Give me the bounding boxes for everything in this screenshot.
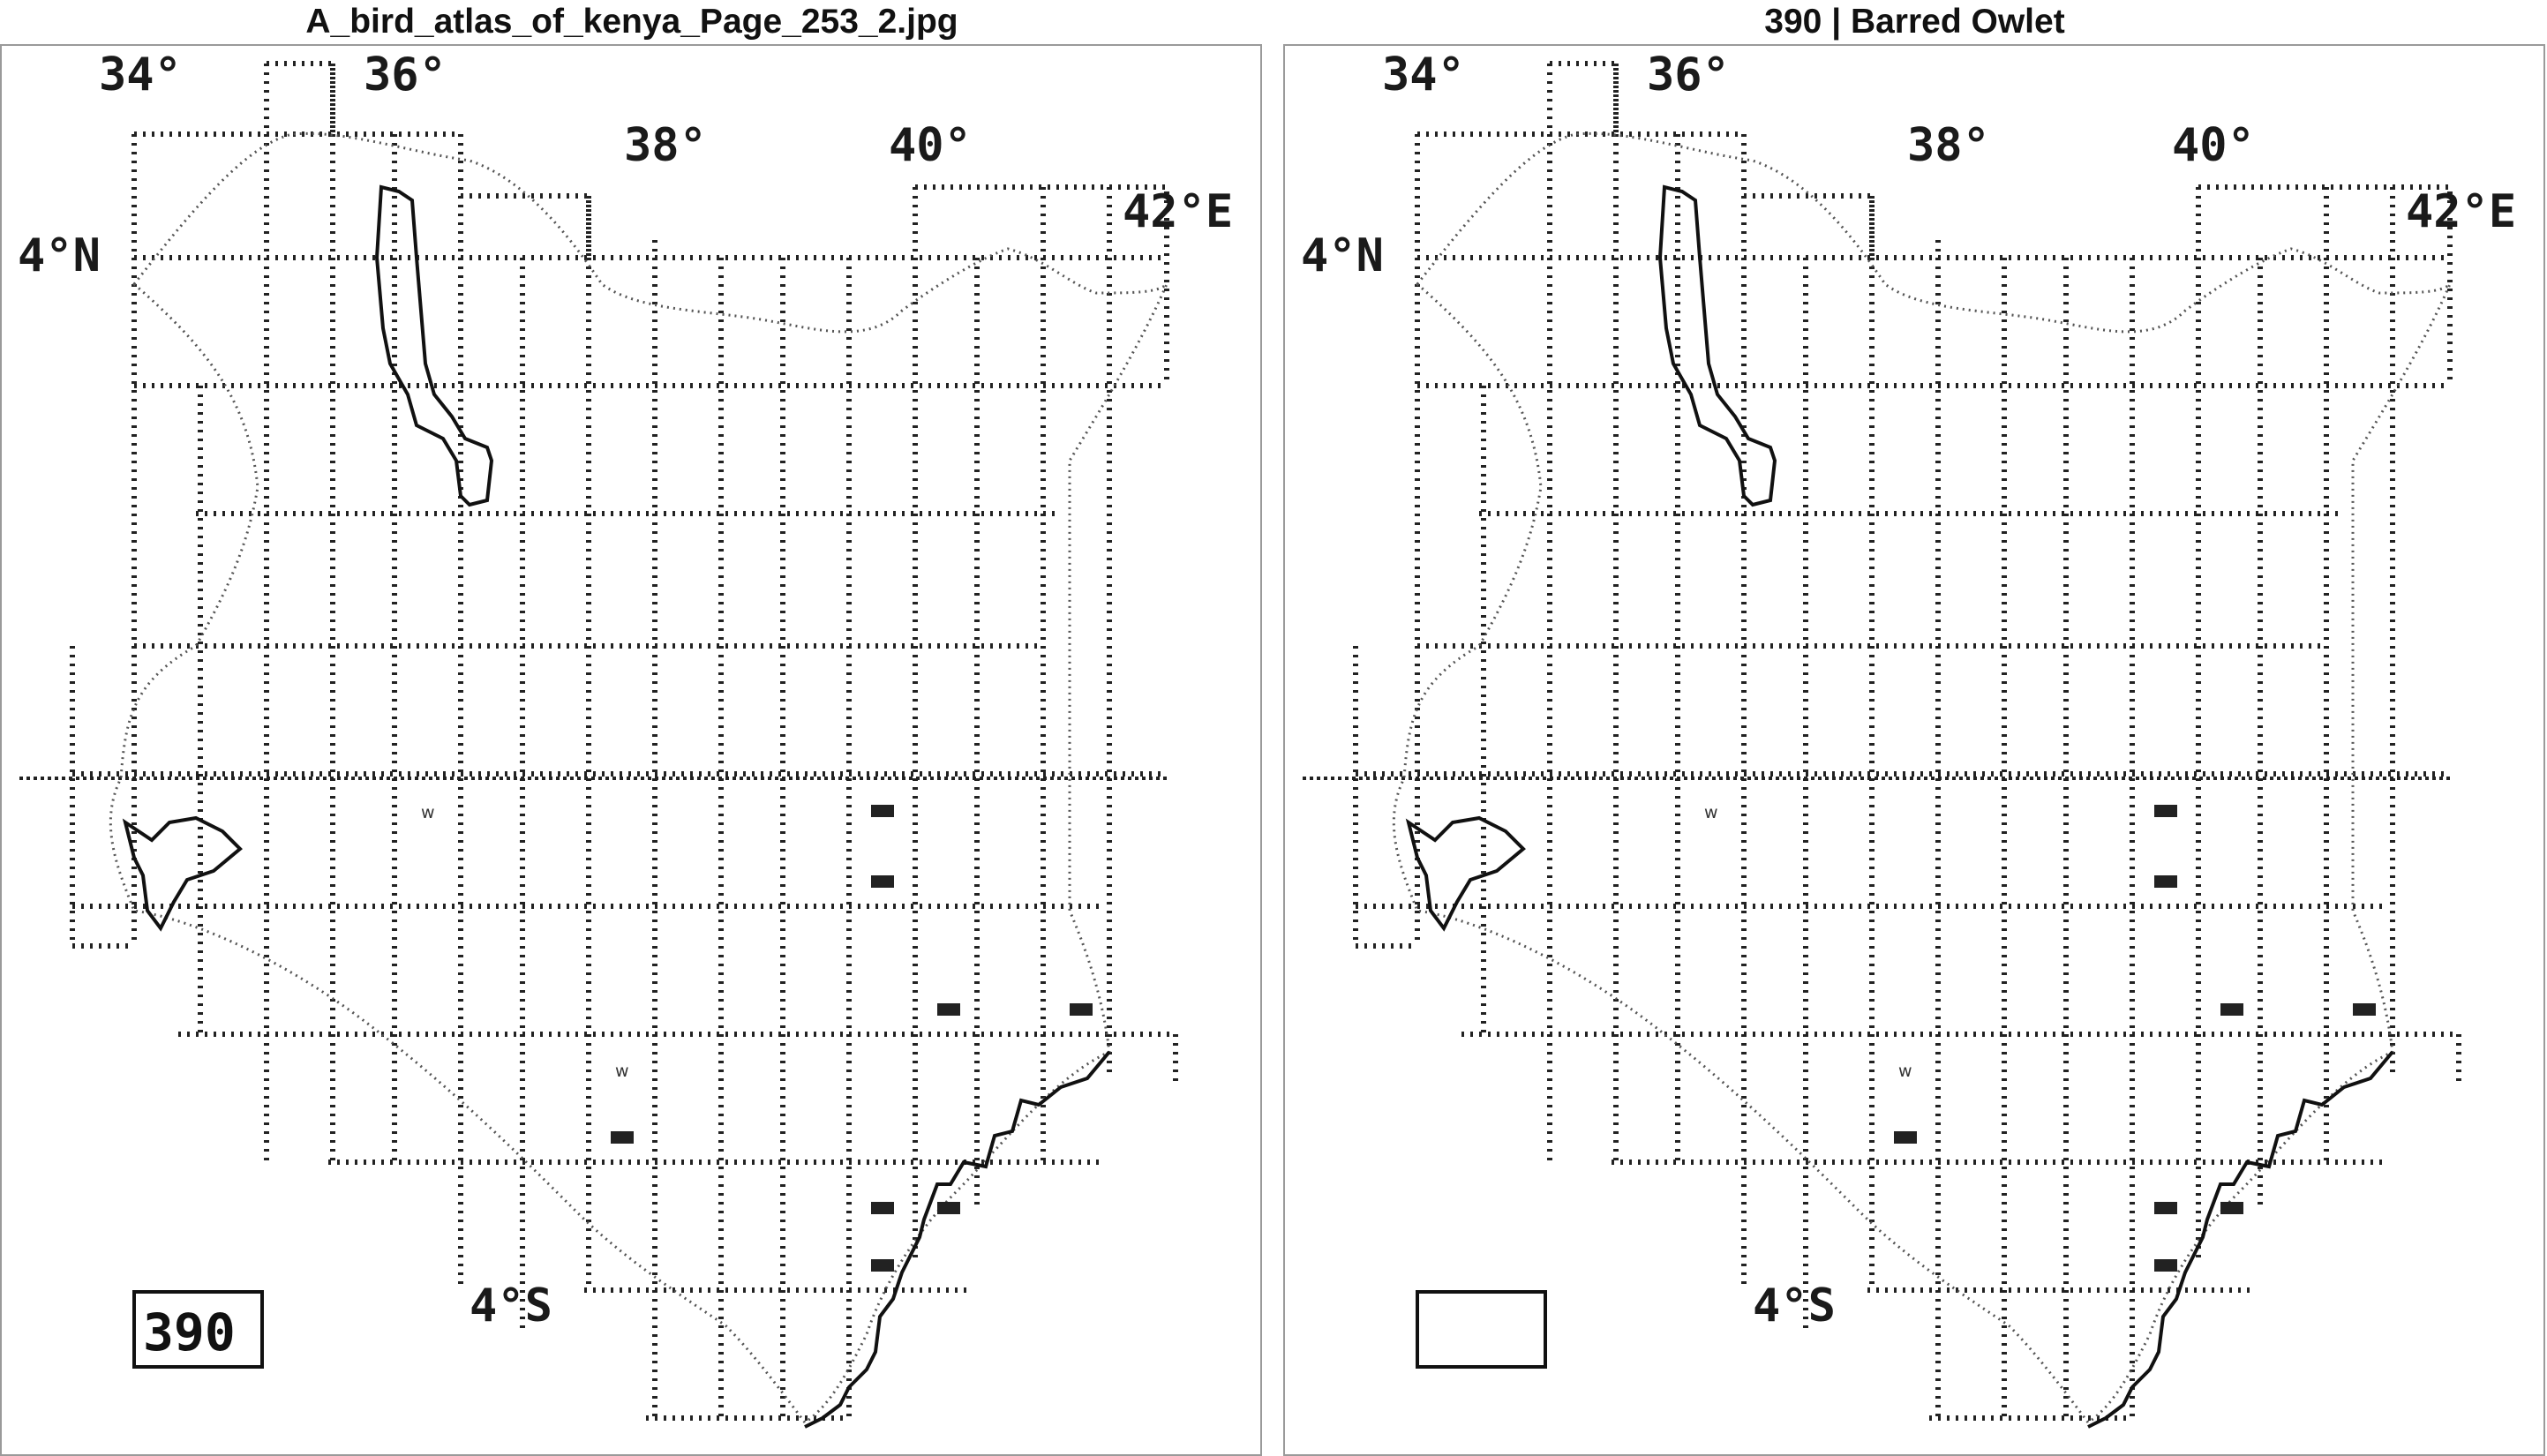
kenya-atlas-map-original: 34° 36° 38° 40° 42°E 4°N 4°S w w 390	[18, 49, 1233, 1429]
wintering-mark: w	[1898, 1062, 1912, 1081]
record-marks	[611, 805, 1093, 1272]
species-number-box	[132, 1290, 264, 1369]
atlas-grid	[19, 61, 1178, 1421]
lake-turkana	[1657, 184, 1777, 507]
kenya-border	[1392, 131, 2452, 1425]
record-mark	[871, 1202, 894, 1214]
record-mark	[871, 1259, 894, 1272]
wintering-mark: w	[615, 1062, 629, 1081]
indian-ocean-coastline	[2087, 1050, 2394, 1429]
cleaned-map-panel: 34° 36° 38° 40° 42°E 4°N 4°S w w	[1283, 44, 2545, 1456]
lon-42-label: 42°E	[1123, 185, 1233, 238]
record-mark	[611, 1131, 634, 1144]
record-mark	[2154, 875, 2177, 888]
lake-turkana	[374, 184, 494, 507]
lake-victoria-shore	[122, 815, 243, 932]
record-mark	[2353, 1003, 2376, 1016]
kenya-border	[109, 131, 1168, 1425]
indian-ocean-coastline	[804, 1050, 1111, 1429]
record-mark	[1894, 1131, 1917, 1144]
atlas-grid	[1303, 61, 2461, 1421]
lon-40-label: 40°	[2172, 119, 2255, 172]
lat-4s-label: 4°S	[470, 1280, 552, 1332]
lat-4s-label: 4°S	[1753, 1280, 1836, 1332]
species-number-box	[1416, 1290, 1547, 1369]
lon-42-label: 42°E	[2406, 185, 2516, 238]
wintering-mark: w	[1704, 803, 1718, 822]
original-map-panel: 34° 36° 38° 40° 42°E 4°N 4°S w w 390	[0, 44, 1262, 1456]
lake-victoria-shore	[1405, 815, 1526, 932]
record-mark	[1070, 1003, 1093, 1016]
lon-36-label: 36°	[1647, 49, 1730, 101]
lon-38-label: 38°	[1907, 119, 1990, 172]
species-number: 390	[143, 1302, 236, 1362]
wintering-mark: w	[421, 803, 435, 822]
record-mark	[2220, 1202, 2243, 1214]
record-mark	[871, 805, 894, 817]
record-mark	[937, 1202, 960, 1214]
record-mark	[871, 875, 894, 888]
lat-4n-label: 4°N	[18, 229, 101, 282]
record-marks	[1894, 805, 2376, 1272]
lon-34-label: 34°	[99, 49, 182, 101]
record-mark	[2154, 805, 2177, 817]
kenya-atlas-map-cleaned: 34° 36° 38° 40° 42°E 4°N 4°S w w	[1301, 49, 2516, 1429]
species-title: 390 | Barred Owlet	[1764, 3, 2065, 41]
record-mark	[2154, 1259, 2177, 1272]
lat-4n-label: 4°N	[1301, 229, 1384, 282]
lon-38-label: 38°	[624, 119, 707, 172]
record-mark	[2154, 1202, 2177, 1214]
lon-40-label: 40°	[889, 119, 972, 172]
lon-34-label: 34°	[1382, 49, 1465, 101]
lon-36-label: 36°	[364, 49, 447, 101]
record-mark	[937, 1003, 960, 1016]
record-mark	[2220, 1003, 2243, 1016]
source-image-title: A_bird_atlas_of_kenya_Page_253_2.jpg	[305, 3, 958, 41]
